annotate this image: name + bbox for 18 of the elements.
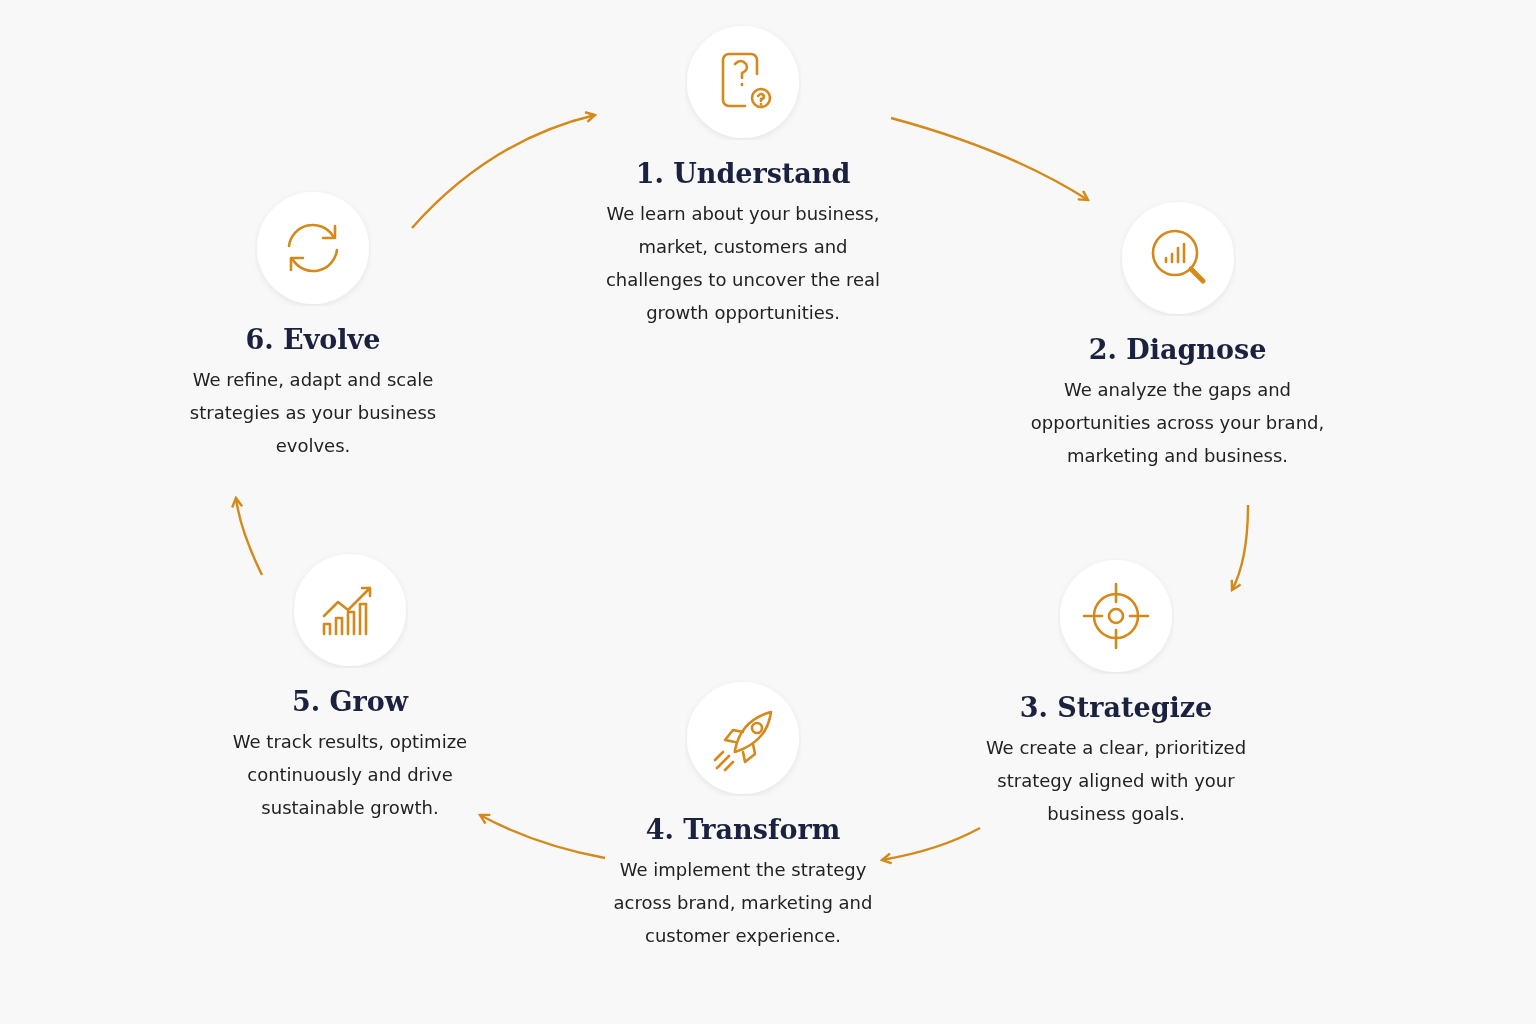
step-description: We refine, adapt and scale strategies as your business evolves. [188, 368, 438, 458]
step-description: We analyze the gaps and opportunities across your brand, marketing and business. [1029, 378, 1326, 468]
step-description: We track results, optimize continuously and drive sustainable growth. [231, 730, 469, 820]
step-title: 5. Grow [291, 686, 409, 717]
step-description: We implement the strategy across brand, marketing and customer experience. [612, 858, 874, 948]
arrow [1230, 505, 1250, 592]
arrow [890, 116, 1090, 202]
arrow [880, 826, 981, 865]
step-description: We learn about your business, market, customers and challenges to uncover the real growth opportunities. [604, 202, 882, 325]
arrow [231, 496, 264, 576]
step-title: 1. Understand [635, 158, 851, 189]
arrow [411, 111, 597, 229]
step-description: We create a clear, prioritized strategy aligned with your business goals. [984, 736, 1248, 826]
step-title: 6. Evolve [245, 324, 381, 355]
arrow [478, 813, 606, 860]
step-title: 2. Diagnose [1088, 334, 1267, 365]
step-title: 3. Strategize [1019, 692, 1213, 723]
step-title: 4. Transform [645, 814, 841, 845]
